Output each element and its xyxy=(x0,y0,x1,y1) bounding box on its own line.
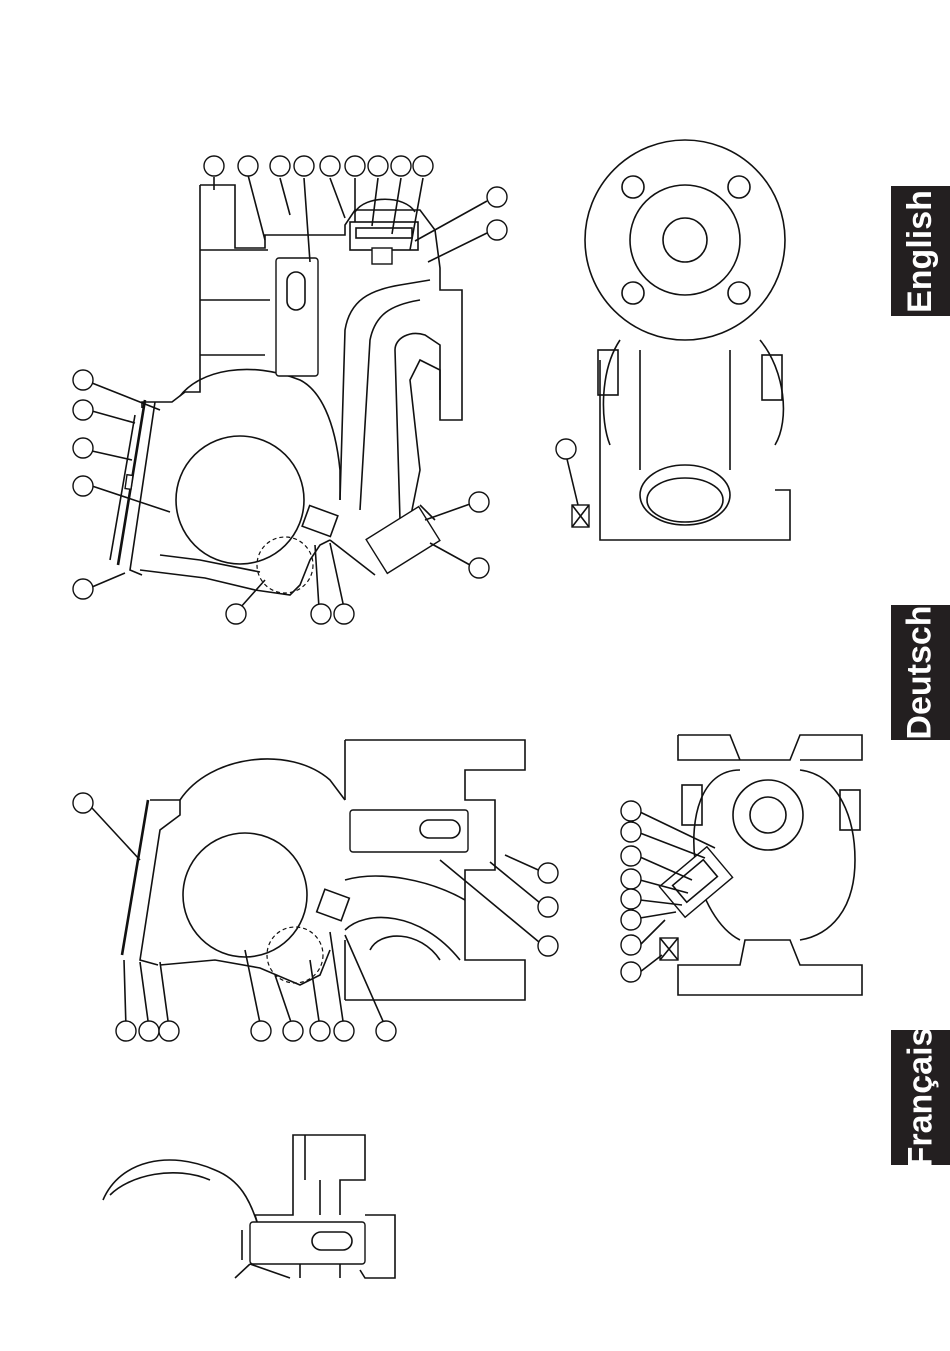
figure-cross-section-main xyxy=(73,156,507,624)
figure-cross-section-middle xyxy=(73,740,558,1041)
figure-side-view-right xyxy=(621,735,862,995)
figure-partial-view-bottom xyxy=(103,1135,395,1278)
figure-flange-end-view xyxy=(556,140,790,540)
